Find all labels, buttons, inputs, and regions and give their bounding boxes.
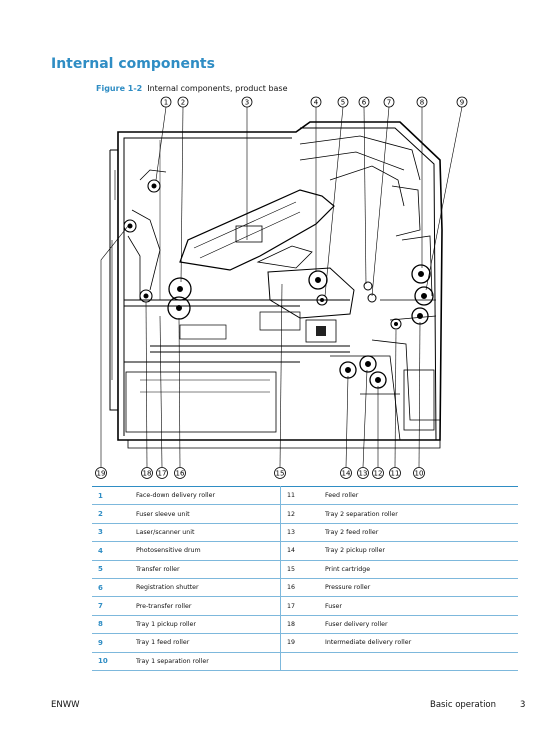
callout-7: 7 bbox=[387, 99, 391, 107]
legend-item-name: Tray 1 feed roller bbox=[128, 633, 281, 653]
figure-caption: Figure 1-2 Internal components, product b… bbox=[96, 84, 288, 93]
callout-15: 15 bbox=[276, 470, 285, 478]
print-cartridge bbox=[267, 267, 355, 343]
legend-item-name: Fuser delivery roller bbox=[317, 615, 518, 635]
legend-item-number: 6 bbox=[92, 578, 128, 598]
legend-item-number: 14 bbox=[280, 541, 317, 561]
callout-4: 4 bbox=[314, 99, 319, 107]
legend-item-name: Print cartridge bbox=[317, 560, 518, 579]
callout-10: 10 bbox=[415, 470, 424, 478]
callout-18: 18 bbox=[143, 470, 152, 478]
legend-item-number: 4 bbox=[92, 541, 128, 561]
legend-item-number: 8 bbox=[92, 615, 128, 635]
callout-16: 16 bbox=[176, 470, 185, 478]
callout-17: 17 bbox=[158, 470, 167, 478]
legend-item-name: Tray 1 separation roller bbox=[128, 652, 281, 671]
legend-item-number: 17 bbox=[280, 596, 317, 616]
page-number: 3 bbox=[520, 700, 526, 710]
laser-scanner-unit bbox=[179, 189, 335, 271]
legend-item-name: Intermediate delivery roller bbox=[317, 633, 518, 653]
rollers bbox=[123, 179, 434, 389]
legend-item-name: Registration shutter bbox=[128, 578, 281, 598]
callout-5: 5 bbox=[341, 99, 345, 107]
callouts: 1 2 3 4 5 6 7 8 9 19 18 17 16 15 14 13 1… bbox=[95, 96, 468, 479]
callout-19: 19 bbox=[97, 470, 106, 478]
section-title: Internal components bbox=[51, 56, 215, 72]
footer-left: ENWW bbox=[51, 700, 80, 710]
legend-item-name: Pre-transfer roller bbox=[128, 596, 281, 616]
legend-item-name: Fuser sleeve unit bbox=[128, 504, 281, 524]
legend-item-number bbox=[280, 652, 317, 671]
legend-item-number: 2 bbox=[92, 504, 128, 524]
legend-item-number: 11 bbox=[280, 485, 317, 506]
right-paper-path bbox=[330, 235, 440, 441]
legend-item-number: 5 bbox=[92, 560, 128, 579]
callout-11: 11 bbox=[391, 470, 400, 478]
callout-14: 14 bbox=[342, 470, 351, 478]
legend-item-number: 12 bbox=[280, 504, 317, 524]
legend-item-name: Face-down delivery roller bbox=[128, 485, 281, 506]
legend-item-number: 18 bbox=[280, 615, 317, 635]
legend-item-name: Feed roller bbox=[317, 485, 518, 506]
legend-item-number: 15 bbox=[280, 560, 317, 579]
callout-6: 6 bbox=[362, 99, 367, 107]
legend-item-number: 16 bbox=[280, 578, 317, 598]
legend-item-number: 19 bbox=[280, 633, 317, 653]
printer-housing bbox=[109, 121, 443, 449]
callout-12: 12 bbox=[374, 470, 383, 478]
chassis-rails bbox=[124, 299, 350, 433]
legend-item-name: Tray 1 pickup roller bbox=[128, 615, 281, 635]
legend-item-name: Fuser bbox=[317, 596, 518, 616]
figure-label: Figure 1-2 bbox=[96, 84, 143, 93]
printer-cutaway-diagram: 1 2 3 4 5 6 7 8 9 19 18 17 16 15 14 13 1… bbox=[95, 96, 468, 479]
legend-item-name: Pressure roller bbox=[317, 578, 518, 598]
legend-item-number: 10 bbox=[92, 652, 128, 671]
callout-8: 8 bbox=[420, 99, 424, 107]
legend-item-name: Tray 2 pickup roller bbox=[317, 541, 518, 561]
callout-1: 1 bbox=[164, 99, 168, 107]
legend-item-name: Tray 2 separation roller bbox=[317, 504, 518, 524]
leader-lines bbox=[100, 106, 463, 468]
callout-13: 13 bbox=[359, 470, 368, 478]
legend-item-name: Photosensitive drum bbox=[128, 541, 281, 561]
legend-item-name: Transfer roller bbox=[128, 560, 281, 579]
legend-item-name: Laser/scanner unit bbox=[128, 523, 281, 543]
callout-2: 2 bbox=[181, 99, 185, 107]
footer-section: Basic operation bbox=[430, 700, 497, 710]
figure-title: Internal components, product base bbox=[147, 84, 288, 93]
legend-item-number: 1 bbox=[92, 485, 128, 506]
legend-item-number: 3 bbox=[92, 523, 128, 543]
top-cover bbox=[299, 135, 421, 237]
legend-item-number: 7 bbox=[92, 596, 128, 616]
callout-3: 3 bbox=[245, 99, 249, 107]
legend-item-name: Tray 2 feed roller bbox=[317, 523, 518, 543]
legend-item-number: 13 bbox=[280, 523, 317, 543]
left-paper-path bbox=[127, 140, 167, 300]
callout-9: 9 bbox=[460, 99, 464, 107]
legend-item-name bbox=[317, 652, 518, 671]
legend-item-number: 9 bbox=[92, 633, 128, 653]
